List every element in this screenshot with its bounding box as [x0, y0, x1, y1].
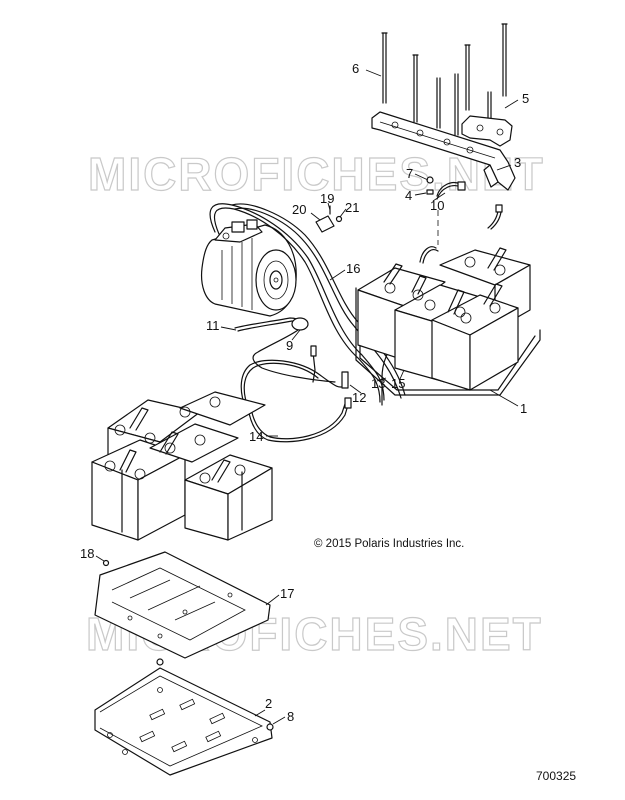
- callout-6: 6: [352, 61, 359, 76]
- drive-motor: [200, 219, 297, 317]
- callout-17: 17: [280, 586, 294, 601]
- callout-1: 1: [520, 401, 527, 416]
- callout-numbers: 6 5 3 7 4 10 20 19 21 16 11 9 13 15 12 1…: [80, 61, 529, 724]
- callout-8: 8: [287, 709, 294, 724]
- callout-10: 10: [430, 198, 444, 213]
- battery-pack-front: [91, 391, 273, 541]
- copyright-notice: © 2015 Polaris Industries Inc.: [314, 538, 465, 550]
- document-number: 700325: [536, 769, 577, 783]
- callout-2: 2: [265, 696, 272, 711]
- battery-pack-rear: [355, 246, 541, 396]
- callout-9: 9: [286, 338, 293, 353]
- callout-7: 7: [406, 166, 413, 181]
- callout-3: 3: [514, 155, 521, 170]
- callout-16: 16: [346, 261, 360, 276]
- skid-plate-lower: [94, 658, 274, 776]
- callout-5: 5: [522, 91, 529, 106]
- callout-21: 21: [345, 200, 359, 215]
- callout-18: 18: [80, 546, 94, 561]
- callout-4: 4: [405, 188, 412, 203]
- hold-down-bracket-long: [371, 111, 516, 191]
- leader-lines: [95, 69, 519, 725]
- callout-19: 19: [320, 191, 334, 206]
- jumper-cable-small: [426, 176, 503, 245]
- callout-15: 15: [391, 376, 405, 391]
- callout-14: 14: [249, 429, 263, 444]
- callout-11: 11: [206, 318, 220, 333]
- callout-12: 12: [352, 390, 366, 405]
- floor-panel-upper: [94, 551, 271, 659]
- callout-20: 20: [292, 202, 306, 217]
- hold-down-rods: [381, 23, 508, 136]
- callout-13: 13: [371, 376, 385, 391]
- hold-down-bracket-short: [461, 115, 513, 147]
